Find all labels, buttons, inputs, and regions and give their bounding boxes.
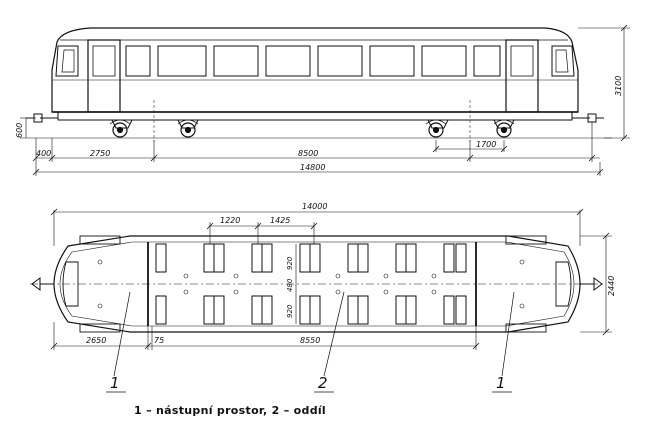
callout-1-left: 1 bbox=[110, 374, 120, 392]
dim-first-bogie-2750: 2750 bbox=[90, 149, 110, 158]
dim-body-length-14000: 14000 bbox=[302, 202, 327, 211]
side-view-door-right bbox=[505, 39, 539, 113]
side-view-dimension-ticks bbox=[32, 24, 628, 176]
callout-2: 2 bbox=[318, 374, 328, 392]
plan-view-seats bbox=[155, 243, 467, 325]
plan-view-body-outline bbox=[53, 235, 581, 333]
side-view-dimensions bbox=[20, 27, 630, 176]
plan-view bbox=[30, 235, 606, 333]
dim-partition-75: 75 bbox=[154, 336, 164, 345]
plan-view-step-bottom-right bbox=[505, 323, 547, 333]
side-view-bogie-right bbox=[420, 119, 522, 138]
plan-view-step-top-left bbox=[79, 235, 121, 245]
dim-seat-pitch-1220: 1220 bbox=[220, 216, 240, 225]
callout-1-right: 1 bbox=[496, 374, 506, 392]
dim-entrance-2650: 2650 bbox=[86, 336, 106, 345]
side-view-coupler-right bbox=[572, 113, 604, 123]
side-view-end-window-right bbox=[551, 45, 575, 77]
side-view-windows bbox=[125, 45, 501, 77]
plan-view-dimension-ticks bbox=[50, 208, 610, 350]
plan-view-step-bottom-left bbox=[79, 323, 121, 333]
callout-leaders bbox=[106, 291, 515, 393]
dim-seat-width-lower-920: 920 bbox=[286, 304, 294, 318]
side-view-underframe bbox=[57, 111, 573, 121]
plan-view-dimensions bbox=[53, 210, 612, 350]
plan-view-lights bbox=[97, 259, 525, 309]
side-view-end-window-left bbox=[55, 45, 79, 77]
side-view-door-left bbox=[87, 39, 121, 113]
plan-view-cab-left bbox=[62, 261, 79, 307]
dim-buffer-height-600: 600 bbox=[15, 123, 24, 138]
dim-width-2440: 2440 bbox=[607, 276, 616, 296]
dim-height-3100: 3100 bbox=[614, 76, 623, 96]
figure-caption: 1 – nástupní prostor, 2 – oddíl bbox=[134, 404, 327, 417]
dim-overhang-400: 400 bbox=[36, 149, 51, 158]
side-view-roof bbox=[51, 27, 579, 71]
dim-bogie-spacing-8500: 8500 bbox=[298, 149, 318, 158]
dim-aisle-width-480: 480 bbox=[286, 278, 294, 292]
side-view bbox=[20, 27, 612, 142]
plan-view-step-top-right bbox=[505, 235, 547, 245]
dim-aisle-gap-1425: 1425 bbox=[270, 216, 290, 225]
dim-overall-length-14800: 14800 bbox=[300, 163, 325, 172]
side-view-bogie-left bbox=[104, 119, 206, 138]
dim-seat-width-upper-920: 920 bbox=[286, 256, 294, 270]
dim-compartment-8550: 8550 bbox=[300, 336, 320, 345]
dim-wheelbase-1700: 1700 bbox=[476, 140, 496, 149]
plan-view-cab-right bbox=[555, 261, 572, 307]
